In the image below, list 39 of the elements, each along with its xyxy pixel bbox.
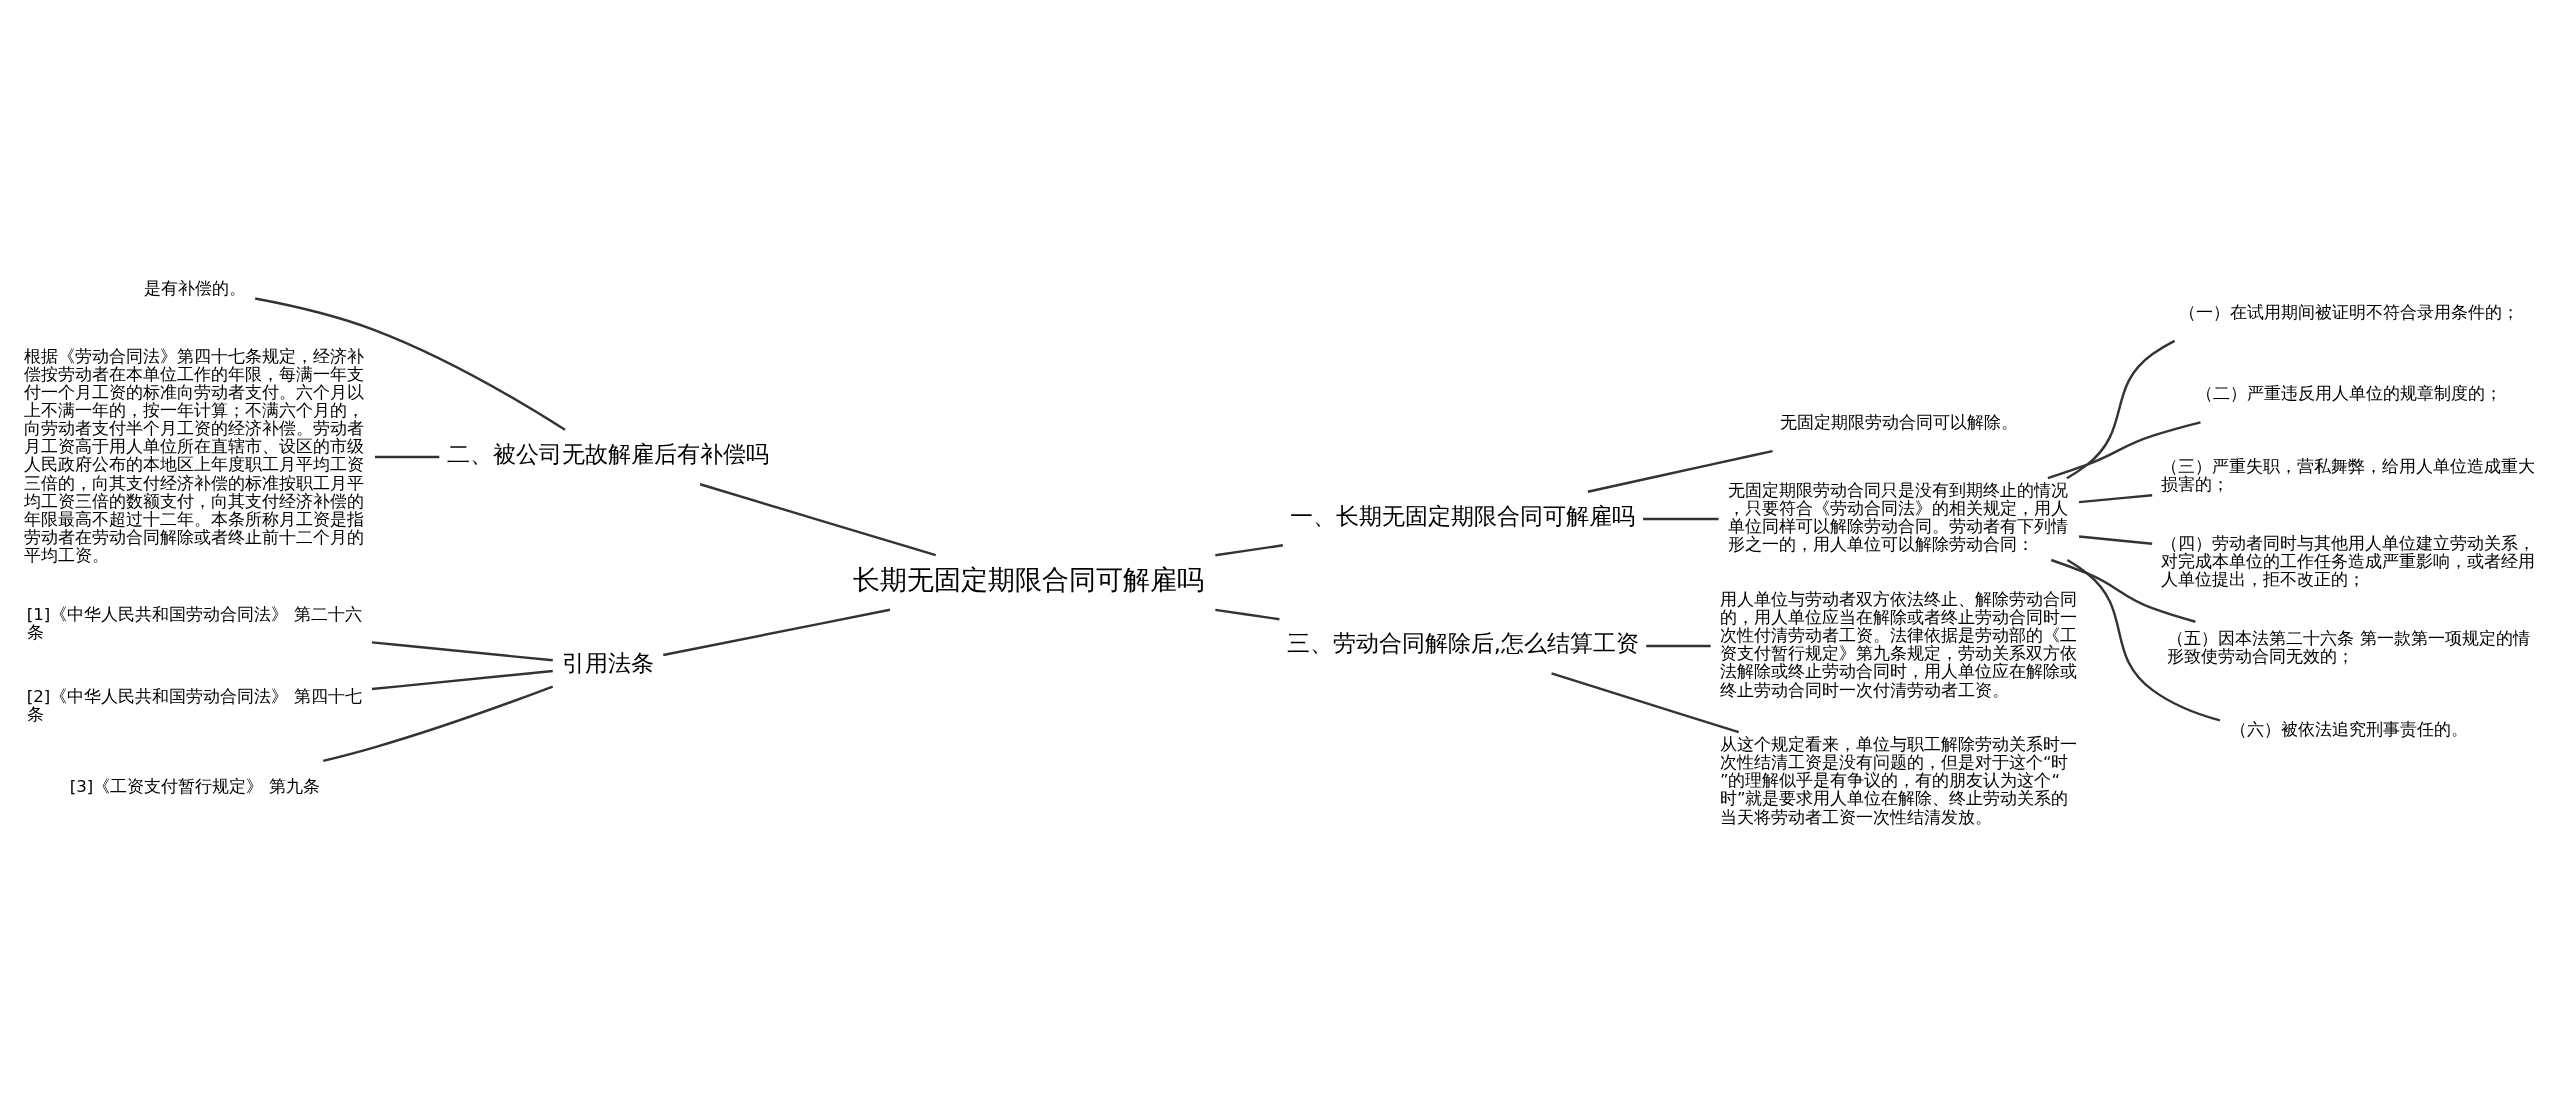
connector — [371, 641, 553, 662]
node-text: 引用法条 — [562, 649, 655, 676]
connector — [1551, 672, 1740, 734]
connector — [2078, 494, 2153, 504]
node-text: 根据《劳动合同法》第四十七条规定，经济补偿按劳动者在本单位工作的年限，每满一年支付一个月工资的标准向劳动者支付。六个月以上不满一年的，按一年计算；不满六个月的，向劳动者支付半个月工资的经济补偿。劳动者月工资高于用人单位所在直辖市、设区的市级人民政府公布的本地区上年度职工月平均工资三倍的，向其支付经济补偿的标准按职工月平均工资三倍的数额支付，向其支付经济补偿的年限最高不超过十二年。本条所称月工资是指劳动者在劳动合同解除或者终止前十二个月的平均工资。 — [23, 346, 364, 566]
node-text: （三）严重失职，营私舞弊，给用人单位造成重大损害的； — [2161, 456, 2536, 495]
connector — [1643, 517, 1719, 521]
node-text: 三、劳动合同解除后,怎么结算工资 — [1286, 630, 1640, 657]
connector — [254, 297, 566, 431]
node-text: 二、被公司无故解雇后有补偿吗 — [447, 441, 770, 468]
connector — [1215, 608, 1280, 621]
node-text: [1]《中华人民共和国劳动合同法》 第二十六条 — [26, 605, 362, 643]
node-text: 从这个规定看来，单位与职工解除劳动关系时一次性结清工资是没有问题的，但是对于这个“时”的理解似乎是有争议的，有的朋友认为这个“时”就是要求用人单位在解除、终止劳动关系的当天将劳动者工资一次性结清发放。 — [1719, 735, 2077, 827]
connector — [371, 669, 553, 691]
node-text: （六）被依法追究刑事责任的。 — [2229, 719, 2468, 739]
connector — [699, 483, 937, 557]
node-text: （二）严重违反用人单位的规章制度的； — [2195, 384, 2502, 404]
node-text: [2]《中华人民共和国劳动合同法》 第四十七条 — [26, 686, 362, 724]
node-text: 是有补偿的。 — [143, 278, 246, 298]
node-text: （四）劳动者同时与其他用人单位建立劳动关系，对完成本单位的工作任务造成严重影响，或者经用人单位提出，拒不改正的； — [2161, 533, 2536, 590]
connector — [1587, 449, 1773, 493]
node-text: [3]《工资支付暂行规定》 第九条 — [69, 777, 320, 797]
node-text: （五）因本法第二十六条 第一款第一项规定的情形致使劳动合同无效的； — [2167, 629, 2530, 667]
connector — [2066, 339, 2176, 480]
connector — [2050, 558, 2196, 623]
connector — [1215, 544, 1284, 557]
node-text: （一）在试用期间被证明不符合录用条件的； — [2178, 302, 2519, 322]
node-text: 无固定期限劳动合同只是没有到期终止的情况，只要符合《劳动合同法》的相关规定，用人单位同样可以解除劳动合同。劳动者有下列情形之一的，用人单位可以解除劳动合同： — [1728, 481, 2069, 555]
connector — [663, 608, 891, 657]
node-text: 一、长期无固定期限合同可解雇吗 — [1290, 503, 1636, 530]
node-text: 长期无固定期限合同可解雇吗 — [852, 564, 1204, 596]
connector — [374, 455, 440, 459]
connector — [322, 685, 554, 763]
node-text: 用人单位与劳动者双方依法终止、解除劳动合同的，用人单位应当在解除或者终止劳动合同时一次性付清劳动者工资。法律依据是劳动部的《工资支付暂行规定》第九条规定，劳动关系双方依法解除或终止劳动合同时，用人单位应在解除或终止劳动合同时一次付清劳动者工资。 — [1719, 589, 2077, 700]
connector — [1646, 644, 1711, 648]
connector — [2078, 535, 2153, 545]
node-text: 无固定期限劳动合同可以解除。 — [1780, 413, 2019, 433]
connector — [2066, 558, 2221, 722]
connector — [2047, 421, 2201, 480]
